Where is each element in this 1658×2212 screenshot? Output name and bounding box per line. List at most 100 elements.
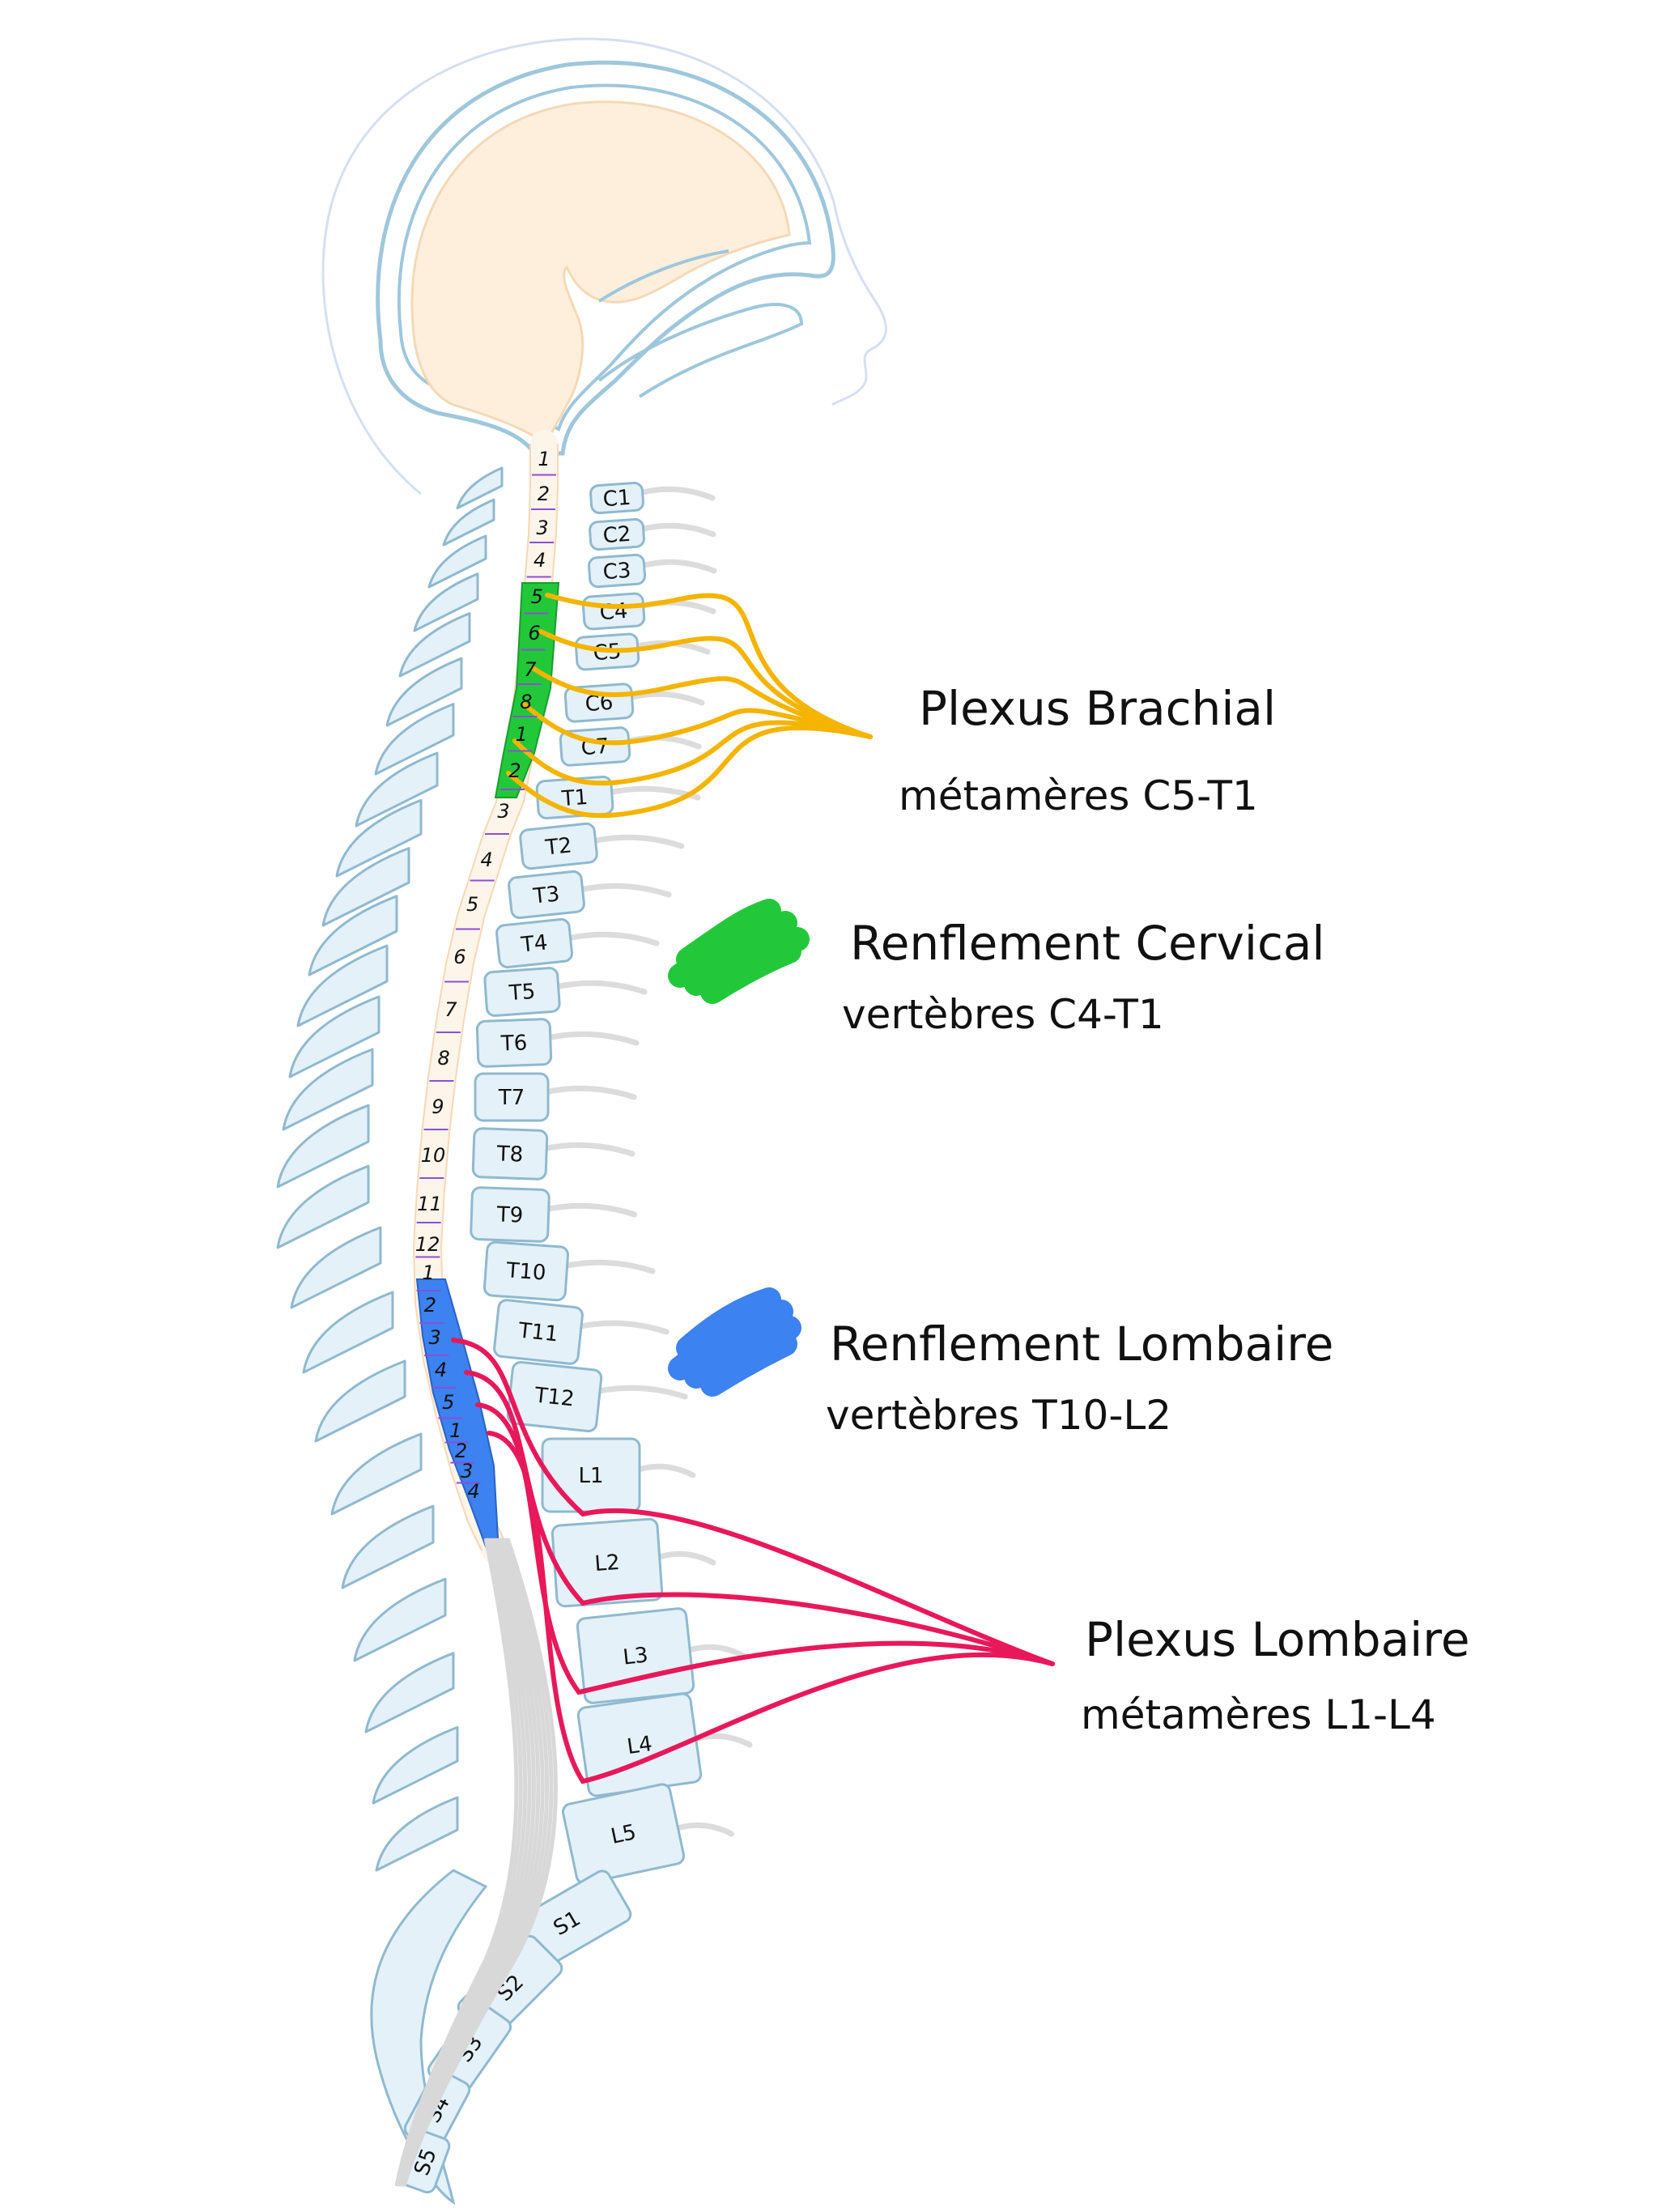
vertebra-label: L4 <box>626 1732 654 1759</box>
spinous-process <box>364 1652 455 1733</box>
rib <box>542 1202 637 1218</box>
spinous-process <box>276 1164 370 1249</box>
vertebra-label: L2 <box>594 1551 621 1576</box>
vertebra-t7: T7 <box>474 1072 550 1122</box>
spinous-process <box>276 1104 370 1189</box>
spinous-process <box>353 1577 447 1662</box>
vertebra-t11: T11 <box>493 1299 584 1365</box>
spinous-process <box>296 944 389 1027</box>
vertebra-t6: T6 <box>475 1018 553 1068</box>
cord-segment-label-cervical-8: 8 <box>520 691 532 713</box>
spinous-process <box>385 657 463 727</box>
vertebral-body <box>589 517 645 551</box>
cord-segment-label-thoracic-10: 10 <box>421 1144 446 1167</box>
cord-segment-label-cervical-6: 6 <box>528 622 540 644</box>
spinous-process <box>442 498 495 547</box>
cord-segment-label-lumbar-5: 5 <box>442 1391 454 1414</box>
vertebral-body <box>483 1240 570 1302</box>
cord-segment-label-cervical-1: 1 <box>538 448 550 470</box>
skull-outer <box>376 60 835 456</box>
cord-segment-label-thoracic-6: 6 <box>453 946 466 968</box>
cord-segment-label-sacral-1: 1 <box>449 1419 461 1442</box>
vertebra-t4: T4 <box>495 917 573 969</box>
spinous-process <box>308 895 398 976</box>
cord-segment-label-sacral-3: 3 <box>461 1460 473 1482</box>
vertebral-body <box>483 967 561 1017</box>
cord-segment-label-cervical-5: 5 <box>531 585 543 608</box>
cord-segment-label-lumbar-4: 4 <box>435 1359 447 1381</box>
vertebra-label: T10 <box>504 1258 546 1285</box>
vertebra-l1: L1 <box>541 1437 641 1513</box>
spinous-process <box>282 1048 374 1131</box>
vertebra-label: C1 <box>602 486 632 512</box>
vertebra-l3: L3 <box>576 1607 695 1704</box>
lumbar-plexus-title: Plexus Lombaire <box>1085 1612 1470 1667</box>
vertebra-label: C4 <box>599 599 629 625</box>
cervical-enlargement-swatch <box>668 899 810 1004</box>
spinous-process <box>398 612 471 678</box>
rib <box>542 1085 637 1100</box>
lumbar-plexus-nerve <box>451 1338 1055 1666</box>
cord-segment-label-thoracic-9: 9 <box>432 1095 444 1118</box>
brachial-plexus-nerve <box>512 720 873 786</box>
vertebra-label: T6 <box>500 1031 527 1056</box>
cord-segment-label-sacral-2: 2 <box>455 1440 467 1462</box>
rib <box>633 1463 696 1478</box>
cord-segment-label-cervical-4: 4 <box>534 549 546 572</box>
spinal-cord <box>412 430 560 1564</box>
rib <box>564 931 660 946</box>
vertebral-body <box>474 1072 550 1122</box>
spinous-process <box>375 1796 459 1872</box>
lumbar-plexus-nerve <box>487 1431 1055 1784</box>
cord-segment-label-lumbar-1: 1 <box>423 1261 435 1284</box>
spinous-process <box>321 847 410 927</box>
cord-segment-label-lumbar-3: 3 <box>429 1326 441 1349</box>
vertebra-c4: C4 <box>581 592 646 631</box>
vertebra-label: T12 <box>533 1383 576 1411</box>
vertebra-c2: C2 <box>589 517 645 551</box>
vertebra-t9: T9 <box>470 1186 551 1243</box>
brachial-plexus-title: Plexus Brachial <box>919 681 1276 736</box>
vertebra-label: T3 <box>531 882 560 908</box>
spinous-process <box>290 1226 382 1309</box>
rib <box>576 883 672 898</box>
rib <box>574 1320 670 1335</box>
rib <box>540 1142 636 1157</box>
rib <box>637 522 716 538</box>
cord-segment-label-thoracic-12: 12 <box>415 1233 440 1256</box>
cord-segment-label-thoracic-3: 3 <box>497 800 509 823</box>
vertebral-body <box>588 553 646 589</box>
vertebra-label: T7 <box>498 1086 525 1110</box>
spinous-process <box>302 1291 394 1374</box>
rib <box>589 834 685 849</box>
vertebral-body <box>508 870 585 920</box>
vertebral-body <box>519 822 598 870</box>
vertebra-t2: T2 <box>519 822 598 870</box>
face-profile <box>321 37 887 496</box>
vertebral-body <box>495 917 573 969</box>
vertebra-l5: L5 <box>561 1783 686 1885</box>
spinous-process <box>413 572 479 632</box>
rib <box>672 1822 734 1837</box>
rib <box>653 1551 716 1566</box>
cauda-equina-root <box>402 1538 558 2187</box>
spinous-process <box>341 1504 435 1589</box>
lumbar-enlargement-subtitle: vertèbres T10-L2 <box>826 1392 1171 1439</box>
cord-segment-label-cervical-2: 2 <box>538 483 550 505</box>
vertebra-label: L5 <box>609 1820 639 1849</box>
vertebral-column: C1C2C3C4C5C6C7T1T2T3T4T5T6T7T8T9T10T11T1… <box>399 481 703 2194</box>
lumbar-plexus-nerves <box>451 1338 1055 1784</box>
cervical-enlargement-subtitle: vertèbres C4-T1 <box>842 991 1164 1038</box>
lumbar-enlargement-title: Renflement Lombaire <box>830 1317 1333 1372</box>
cord-segment-label-sacral-4: 4 <box>467 1480 479 1503</box>
lumbar-plexus-nerve <box>464 1370 1055 1666</box>
vertebra-label: T4 <box>519 930 548 957</box>
cord-segment-label-cervical-7: 7 <box>524 658 537 681</box>
cerebellum-outline <box>597 249 729 303</box>
vertebra-label: T2 <box>543 833 572 860</box>
cord-segment-label-thoracic-8: 8 <box>438 1047 450 1070</box>
vertebra-t10: T10 <box>483 1240 570 1302</box>
spinous-process <box>288 995 380 1078</box>
vertebra-label: T9 <box>495 1202 523 1227</box>
